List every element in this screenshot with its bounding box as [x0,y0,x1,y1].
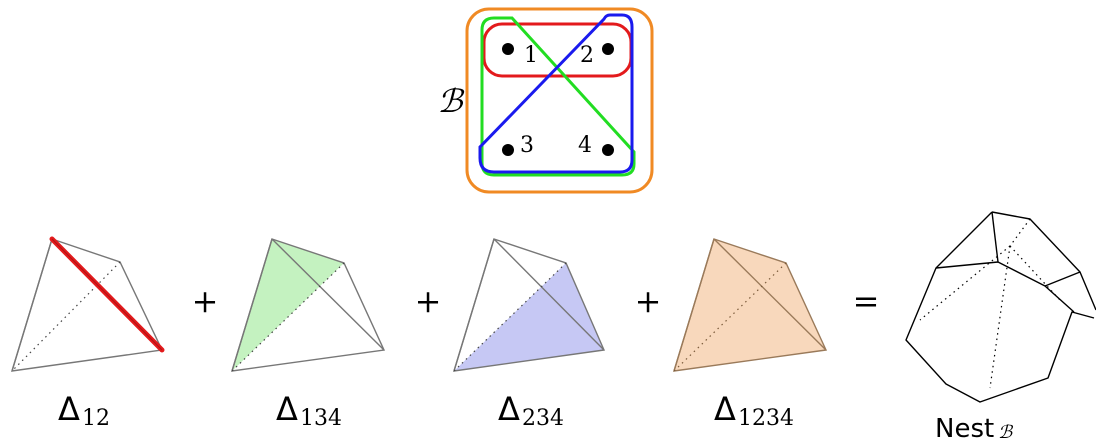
simplex-3-hidden-edge [453,262,567,372]
set-234-outline [478,13,634,174]
node-dot-3 [502,144,514,156]
polytope-hidden-edge-d [989,245,1011,389]
term-1-delta: Δ [58,390,80,428]
term-4-delta: Δ [714,390,736,428]
node-label-4: 4 [578,133,592,158]
node-label-1: 1 [524,43,538,68]
building-set-hypergraph: ℬ 1 2 3 4 [437,7,654,194]
plus-sign-1: + [192,282,219,320]
polytope-outer-boundary [905,211,1095,403]
node-dot-2 [602,43,614,55]
term-2-subscript: 134 [300,406,342,431]
plus-sign-2: + [415,282,442,320]
simplex-4-edge-b [713,238,827,351]
plus-sign-3: + [635,282,662,320]
simplex-delta-12: Δ 12 [11,236,165,431]
simplex-3-edge-b [493,238,605,351]
polytope-hidden-edge-b [919,245,1011,321]
set-134-outline [480,16,636,177]
simplex-delta-234: Δ 234 [453,238,606,431]
term-3-subscript: 234 [522,406,564,431]
nestohedron: Nest ℬ [905,211,1096,442]
polytope-front-ridge [935,261,1075,313]
result-label-base: Nest [935,414,994,442]
set-1234-outline [465,7,654,194]
simplex-2-edge-b [271,238,385,351]
face-134-fill [232,239,344,371]
simplex-delta-134: Δ 134 [231,238,386,431]
term-2-delta: Δ [276,390,298,428]
face-234-fill [454,263,604,371]
node-dot-1 [502,43,514,55]
simplex-1-hidden-edge [11,261,121,372]
simplex-2-hidden-edge [231,262,345,372]
simplex-1-edge [11,238,53,372]
term-3-delta: Δ [498,390,520,428]
term-1-subscript: 12 [82,406,110,431]
simplex-1-outline [11,238,164,372]
simplex-3-edge-a [453,238,495,372]
polytope-edge-vertical [991,211,999,263]
face-1234-fill [673,238,828,372]
building-set-symbol: ℬ [437,82,465,120]
simplex-2-edge-a [231,238,273,372]
simplex-4-edge-a [673,238,715,372]
highlighted-edge-12-core [51,238,163,351]
node-label-3: 3 [520,133,534,158]
polytope-edge-top [991,211,1096,311]
polytope-edge-right [1044,271,1081,287]
equals-sign: = [853,282,880,320]
simplex-delta-1234: Δ 1234 [673,238,828,431]
result-label-subscript: ℬ [998,422,1014,442]
polytope-hidden-edge-c [1009,245,1061,301]
polytope-hidden-edge-a [1009,218,1031,247]
simplex-4-hidden-edge [673,262,787,372]
node-dot-4 [602,144,614,156]
node-label-2: 2 [580,43,594,68]
term-4-subscript: 1234 [738,406,794,431]
